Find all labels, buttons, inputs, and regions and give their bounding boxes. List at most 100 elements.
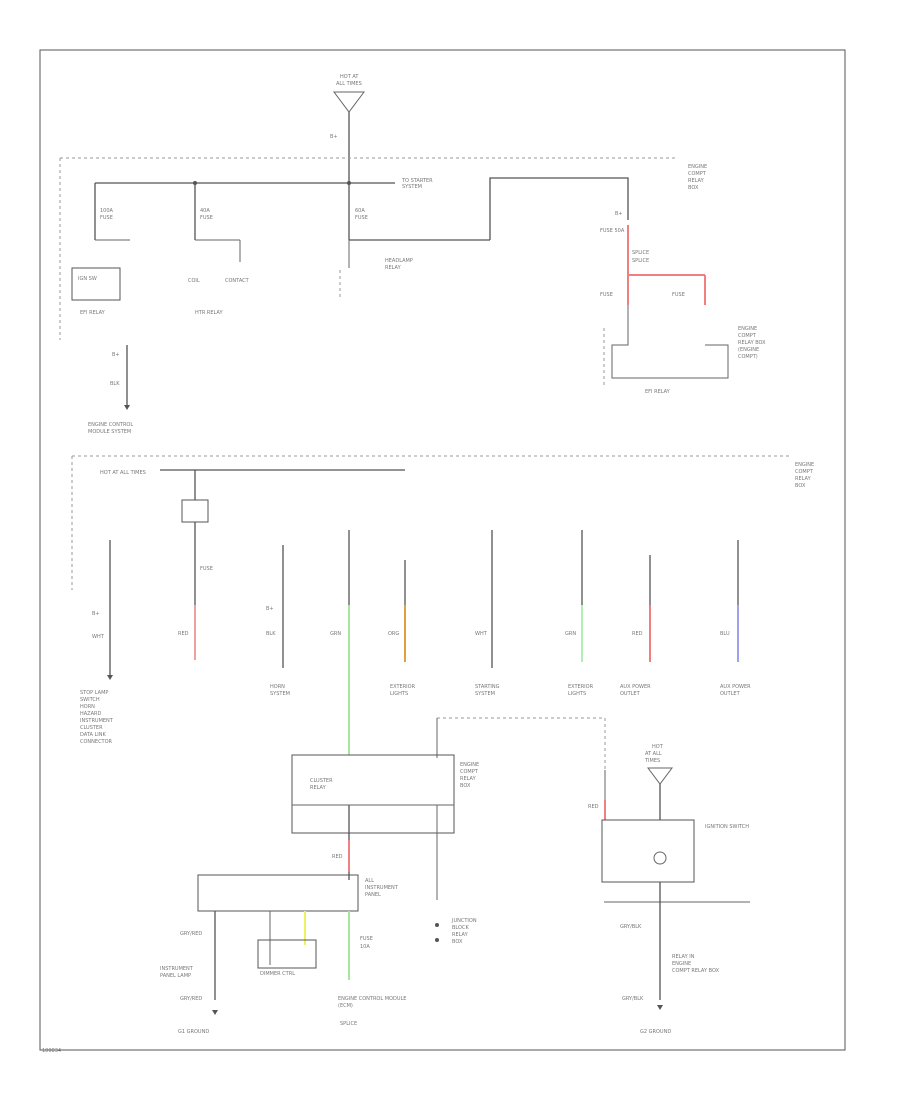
svg-text:(ENGINE: (ENGINE (738, 347, 759, 353)
svg-text:LIGHTS: LIGHTS (390, 691, 408, 697)
svg-text:CLUSTER: CLUSTER (80, 725, 103, 731)
svg-text:FUSE: FUSE (200, 215, 213, 221)
svg-text:EFI RELAY: EFI RELAY (80, 310, 106, 316)
svg-text:GRY/BLK: GRY/BLK (620, 924, 642, 930)
svg-text:100A: 100A (100, 208, 114, 214)
right-lower-labels: JUNCTION BLOCK RELAY BOX (435, 918, 477, 945)
svg-text:WHT: WHT (92, 634, 105, 640)
svg-text:COIL: COIL (188, 278, 200, 284)
svg-text:EXTERIOR: EXTERIOR (390, 684, 416, 690)
fuse-column-1: B+ WHT STOP LAMP SWITCH HORN HAZARD INST… (80, 540, 114, 745)
svg-text:RELAY: RELAY (460, 776, 477, 782)
svg-text:BLK: BLK (266, 631, 276, 637)
svg-text:MODULE SYSTEM: MODULE SYSTEM (88, 429, 131, 435)
svg-text:AUX POWER: AUX POWER (720, 684, 751, 690)
svg-text:RELAY BOX: RELAY BOX (738, 340, 766, 346)
svg-text:BOX: BOX (460, 783, 471, 789)
svg-text:(ECM): (ECM) (338, 1003, 353, 1009)
svg-text:40A: 40A (200, 208, 210, 214)
svg-text:10A: 10A (360, 944, 370, 950)
svg-text:B+: B+ (112, 352, 120, 358)
svg-text:FUSE: FUSE (355, 215, 368, 221)
svg-text:RELAY: RELAY (310, 785, 327, 791)
fuse-column-6: WHT STARTING SYSTEM (475, 530, 500, 697)
svg-text:CLUSTER: CLUSTER (310, 778, 333, 784)
svg-text:OUTLET: OUTLET (620, 691, 641, 697)
fuse-column-5-orange: ORG EXTERIOR LIGHTS (388, 560, 416, 697)
svg-text:COMPT: COMPT (738, 333, 757, 339)
svg-text:DATA LINK: DATA LINK (80, 732, 106, 738)
left-ground-wire: B+ BLK ENGINE CONTROL MODULE SYSTEM (88, 345, 133, 435)
fuse-branch-3: 60A FUSE HEADLAMP RELAY (339, 183, 490, 300)
svg-text:RED: RED (332, 854, 343, 860)
svg-text:HTR RELAY: HTR RELAY (195, 310, 223, 316)
svg-text:HOT AT ALL TIMES: HOT AT ALL TIMES (100, 470, 146, 476)
efi-relay-red-wiring: SPLICE SPLICE FUSE FUSE EFI RELAY ENGINE… (600, 225, 766, 395)
figure-id: 100834 (42, 1048, 61, 1054)
svg-text:FUSE: FUSE (360, 936, 373, 942)
svg-text:WHT: WHT (475, 631, 488, 637)
svg-text:DIMMER CTRL: DIMMER CTRL (260, 971, 295, 977)
svg-text:INSTRUMENT: INSTRUMENT (80, 718, 114, 724)
svg-text:BOX: BOX (452, 939, 463, 945)
svg-text:GRN: GRN (330, 631, 341, 637)
svg-text:SYSTEM: SYSTEM (475, 691, 495, 697)
svg-text:RELAY IN: RELAY IN (672, 954, 695, 960)
svg-text:RED: RED (632, 631, 643, 637)
svg-text:PANEL LAMP: PANEL LAMP (160, 973, 191, 979)
svg-text:ENGINE: ENGINE (672, 961, 691, 967)
svg-text:HORN: HORN (80, 704, 95, 710)
svg-text:GRY/BLK: GRY/BLK (622, 996, 644, 1002)
svg-text:B+: B+ (266, 606, 274, 612)
svg-text:B+: B+ (615, 211, 623, 217)
efi-feed (489, 177, 629, 240)
fuse-branch-2: 40A FUSE COIL CONTACT HTR RELAY (188, 183, 250, 316)
svg-text:COMPT RELAY BOX: COMPT RELAY BOX (672, 968, 720, 974)
svg-text:HEADLAMP: HEADLAMP (385, 258, 413, 264)
lower-module-block: ALL INSTRUMENT PANEL DIMMER CTRL GRY/RED… (160, 874, 406, 1035)
svg-text:FUSE: FUSE (100, 215, 113, 221)
svg-text:RELAY: RELAY (385, 265, 402, 271)
svg-text:BLK: BLK (110, 381, 120, 387)
svg-text:HOT: HOT (652, 744, 664, 750)
svg-text:COMPT: COMPT (795, 469, 814, 475)
svg-text:CONTACT: CONTACT (225, 278, 250, 284)
diagram-border (39, 49, 846, 1051)
svg-text:JUNCTION: JUNCTION (451, 918, 477, 924)
svg-text:STARTING: STARTING (475, 684, 500, 690)
svg-text:BLU: BLU (720, 631, 730, 637)
svg-text:SYSTEM: SYSTEM (402, 184, 422, 190)
svg-text:GRY/RED: GRY/RED (180, 996, 202, 1002)
svg-text:ENGINE CONTROL MODULE: ENGINE CONTROL MODULE (338, 996, 406, 1002)
svg-text:SYSTEM: SYSTEM (270, 691, 290, 697)
battery-source: HOT AT ALL TIMES B+ (330, 74, 365, 183)
svg-text:COMPT: COMPT (460, 769, 479, 775)
fuse-block-label-mid: ENGINE COMPT RELAY BOX (795, 462, 814, 489)
svg-text:SWITCH: SWITCH (80, 697, 100, 703)
svg-text:GRY/RED: GRY/RED (180, 931, 202, 937)
svg-text:BOX: BOX (795, 483, 806, 489)
svg-text:SPLICE: SPLICE (632, 258, 649, 264)
svg-text:COMPT): COMPT) (738, 354, 758, 360)
svg-text:CONNECTOR: CONNECTOR (80, 739, 113, 745)
svg-text:ALL TIMES: ALL TIMES (336, 81, 362, 87)
svg-text:BOX: BOX (688, 185, 699, 191)
svg-text:HOT AT: HOT AT (340, 74, 359, 80)
svg-text:IGN SW: IGN SW (78, 276, 97, 282)
svg-text:ENGINE: ENGINE (688, 164, 707, 170)
svg-text:SPLICE: SPLICE (340, 1021, 357, 1027)
fuse-column-9-blue: BLU AUX POWER OUTLET (720, 540, 751, 697)
svg-text:ENGINE: ENGINE (460, 762, 479, 768)
svg-text:HORN: HORN (270, 684, 285, 690)
svg-text:ENGINE CONTROL: ENGINE CONTROL (88, 422, 133, 428)
svg-text:RELAY: RELAY (688, 178, 705, 184)
svg-text:B+: B+ (330, 134, 338, 140)
svg-text:ALL: ALL (365, 878, 374, 884)
svg-text:RED: RED (178, 631, 189, 637)
svg-text:FUSE 50A: FUSE 50A (600, 228, 625, 234)
svg-text:RED: RED (588, 804, 599, 810)
fuse-column-7-green: GRN EXTERIOR LIGHTS (565, 530, 594, 697)
svg-text:EFI RELAY: EFI RELAY (645, 389, 671, 395)
svg-text:RELAY: RELAY (795, 476, 812, 482)
